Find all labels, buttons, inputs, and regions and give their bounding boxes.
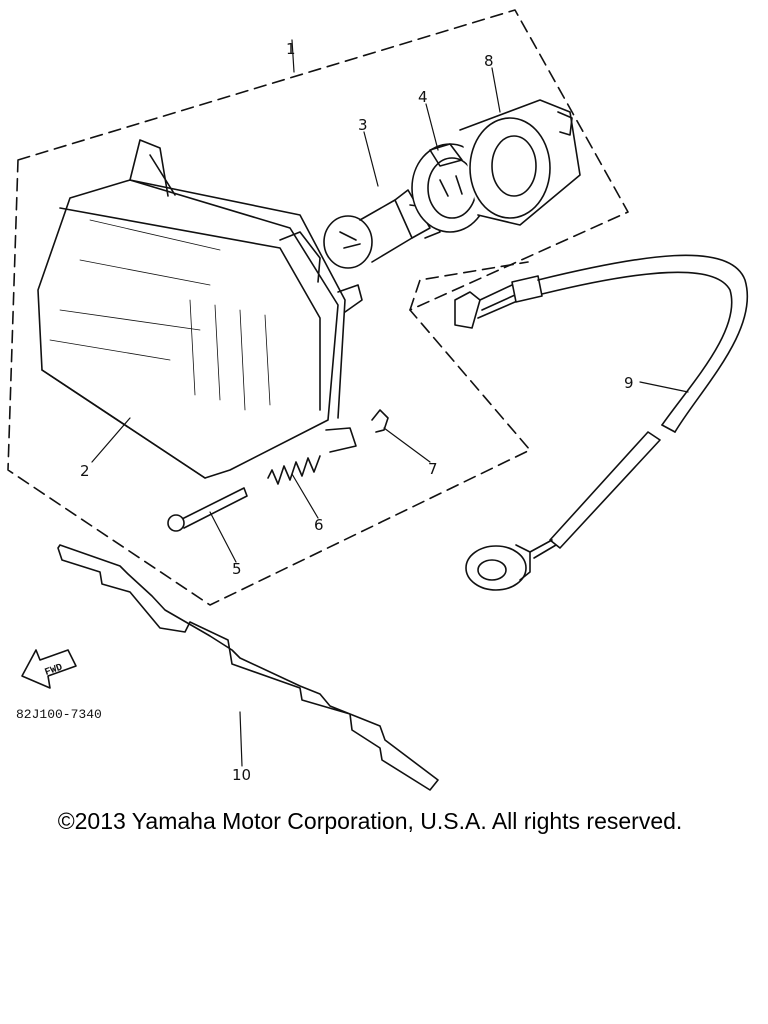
dust-cover — [459, 99, 581, 226]
leader-lines — [91, 39, 689, 767]
callout-6: 6 — [314, 516, 324, 534]
copyright-notice: ©2013 Yamaha Motor Corporation, U.S.A. A… — [57, 808, 683, 834]
callout-4: 4 — [418, 88, 428, 106]
callout-10: 10 — [232, 766, 251, 784]
callout-3: 3 — [358, 116, 368, 134]
exploded-parts-diagram: 1 2 3 4 5 6 7 8 9 10 FWD 82J100-7340 — [7, 9, 748, 791]
callout-9: 9 — [624, 374, 634, 392]
adjusting-bolt — [167, 487, 248, 532]
callout-labels: 1 2 3 4 5 6 7 8 9 10 FWD 82J100-7340 — [16, 40, 634, 784]
spring — [267, 455, 321, 485]
assembly-group-outline — [7, 9, 629, 606]
headlight-unit — [37, 139, 363, 479]
wire-harness — [454, 254, 748, 591]
callout-1: 1 — [286, 40, 296, 58]
clip — [371, 409, 389, 433]
callout-8: 8 — [484, 52, 494, 70]
callout-5: 5 — [232, 560, 242, 578]
callout-7: 7 — [428, 460, 438, 478]
harness-group-outline — [409, 261, 529, 311]
callout-2: 2 — [80, 462, 90, 480]
forward-arrow-icon — [21, 649, 77, 689]
bracket-plate — [57, 544, 439, 791]
drawing-code: 82J100-7340 — [16, 707, 102, 722]
